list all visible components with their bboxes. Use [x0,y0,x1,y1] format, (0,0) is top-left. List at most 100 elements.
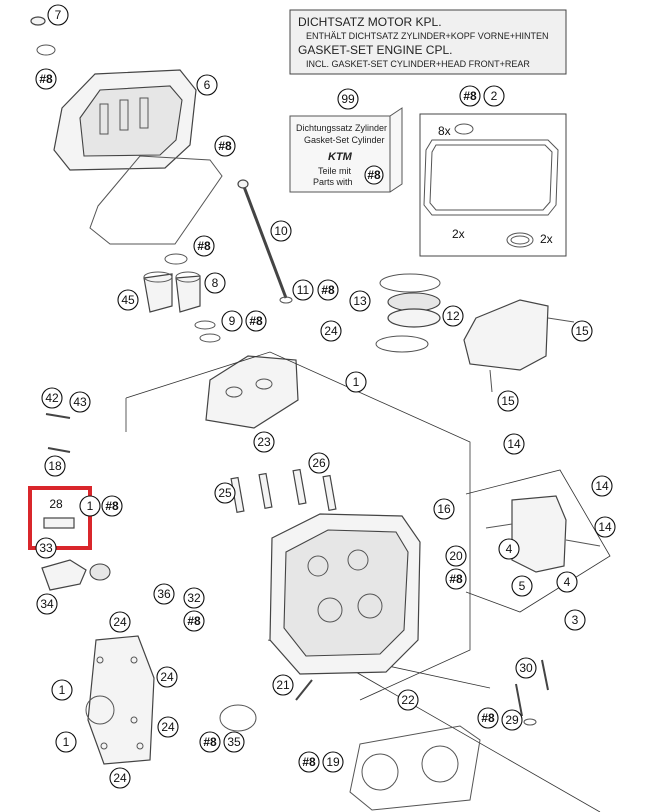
callout-circle [594,516,616,538]
callout-c8d: #8 [193,235,215,257]
callout-circle [345,371,367,393]
callout-c18: 18 [44,455,66,477]
callout-label: 24 [113,615,127,629]
callout-circle [193,235,215,257]
callout-circle [253,431,275,453]
callout-circle [320,320,342,342]
callout-label: #8 [203,735,217,749]
callout-label: 6 [204,78,211,92]
callout-c35: 35 [223,731,245,753]
callout-circle [270,220,292,242]
callout-label: 2 [491,89,498,103]
callout-label: 4 [506,542,513,556]
highlight-box [28,486,92,550]
gasket-set-header: DICHTSATZ MOTOR KPL. ENTHÄLT DICHTSATZ Z… [289,9,567,75]
callout-circle [51,679,73,701]
callout-label: 29 [505,713,519,727]
callout-c34: 34 [36,593,58,615]
sensor-parts [41,413,111,591]
callout-circle [564,609,586,631]
callout-c43: 43 [69,391,91,413]
kit-badge: #8 [367,168,381,182]
callout-label: 3 [572,613,579,627]
callout-label: 21 [276,678,290,692]
callout-c8: 8 [204,272,226,294]
callout-label: 18 [48,459,62,473]
gasket-kit-box: Dichtungssatz Zylinder Gasket-Set Cylind… [289,107,403,193]
head-gasket [349,725,481,811]
callout-label: 43 [73,395,87,409]
callout-circle [55,731,77,753]
valve-tappets [230,468,337,513]
o-ring [219,704,257,732]
callout-circle [477,707,499,729]
callout-label: 14 [507,437,521,451]
cover-plate [85,635,155,765]
callout-circle [204,272,226,294]
callout-label: 1 [87,499,94,513]
callout-label: #8 [218,139,232,153]
callout-c24b: 24 [109,611,131,633]
callout-circle [511,575,533,597]
callout-c36: 36 [153,583,175,605]
callout-circle [317,279,339,301]
callout-circle [272,674,294,696]
qty-8x: 8x [438,124,451,138]
callout-c16: 16 [433,498,455,520]
callout-label: 15 [575,324,589,338]
callout-label: 35 [227,735,241,749]
callout-circle [41,387,63,409]
callout-label: 5 [519,579,526,593]
valve-cover [53,69,197,171]
callout-circle [308,452,330,474]
callout-circle [445,568,467,590]
kit-line1: Dichtungssatz Zylinder [296,123,387,133]
callout-c45: 45 [117,289,139,311]
callout-circle [445,545,467,567]
callout-label: 22 [401,693,415,707]
callout-label: #8 [249,314,263,328]
callout-c23: 23 [253,431,275,453]
kit-line4: Parts with [313,177,353,187]
callout-circle [503,433,525,455]
callout-circle [101,495,123,517]
callout-circle [497,390,519,412]
callout-label: 34 [40,597,54,611]
callout-circle [196,74,218,96]
callout-c6: 6 [196,74,218,96]
callout-c8i: #8 [183,610,205,632]
callout-c13: 13 [349,290,371,312]
callout-c1a: 1 [345,371,367,393]
callout-c19: 19 [322,751,344,773]
callout-c8l: #8 [298,751,320,773]
callout-label: 1 [63,735,70,749]
callout-c15b: 15 [497,390,519,412]
header-line1: DICHTSATZ MOTOR KPL. [298,15,442,29]
callout-c5: 5 [511,575,533,597]
callout-c8h: #8 [445,568,467,590]
callout-circle [221,310,243,332]
callout-label: 4 [564,575,571,589]
callout-c32: 32 [183,587,205,609]
callout-c8a: #8 [35,68,57,90]
callout-label: #8 [481,711,495,725]
callout-circle [483,85,505,107]
callout-circle [292,279,314,301]
callout-circle [157,716,179,738]
callout-c8k: #8 [477,707,499,729]
callout-circle [44,455,66,477]
callout-circle [501,709,523,731]
callout-label: 23 [257,435,271,449]
callout-circle [245,310,267,332]
callout-label: 15 [501,394,515,408]
callout-c11: 11 [292,279,314,301]
callout-c9: 9 [221,310,243,332]
header-line4: INCL. GASKET-SET CYLINDER+HEAD FRONT+REA… [306,59,530,69]
callout-c14c: 14 [594,516,616,538]
callout-label: 13 [353,294,367,308]
callout-circle [36,593,58,615]
callout-circle [214,482,236,504]
callout-circle [156,666,178,688]
